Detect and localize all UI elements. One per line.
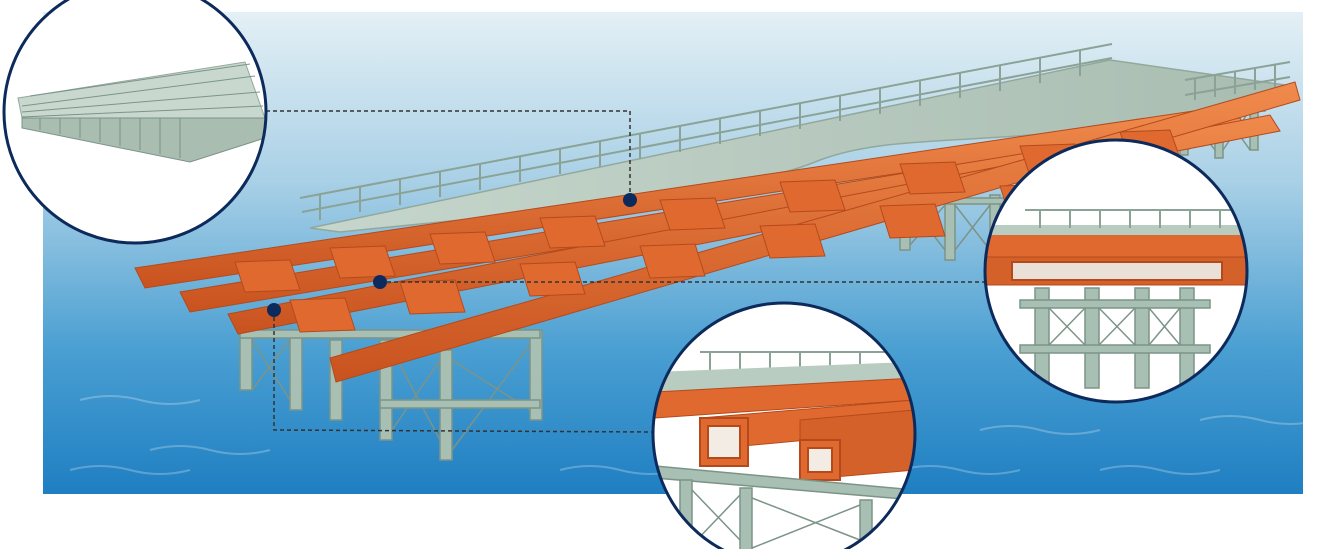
marker-girder [373,275,387,289]
deck-railing-left [299,43,1113,220]
callout-deck-panel-detail [2,0,268,245]
leader-line-box [273,310,655,433]
callout-markers [267,193,637,317]
bridge-deck [299,43,1291,233]
marker-deck [623,193,637,207]
callout-box-girder-end-detail [651,301,917,549]
water-ripples [69,395,1321,475]
leader-line-deck [266,110,631,200]
callout-girder-cross-section-detail [983,138,1249,404]
leader-lines [266,110,985,433]
marker-box [267,303,281,317]
deck-railing-right [1184,61,1291,100]
